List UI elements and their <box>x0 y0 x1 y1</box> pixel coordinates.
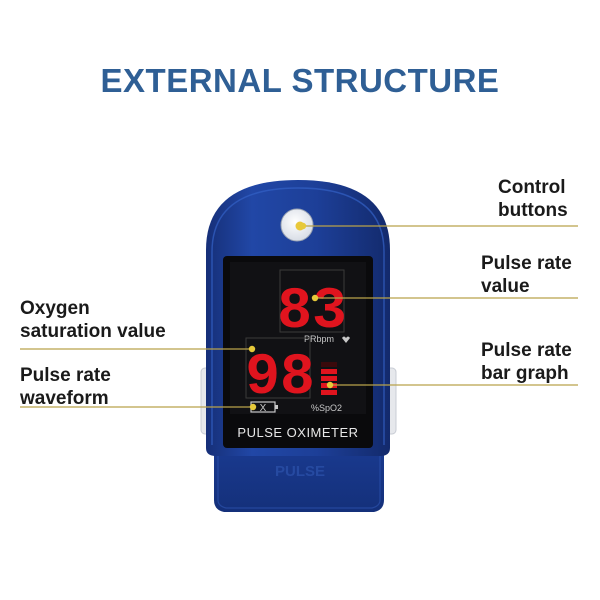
spo2-unit-label: %SpO2 <box>311 403 342 413</box>
device-name-label: PULSE OXIMETER <box>237 425 358 440</box>
embossed-logo: PULSE <box>275 463 325 480</box>
label-pulse-rate-bar-graph: Pulse rate bar graph <box>481 340 572 384</box>
label-oxygen-saturation-value: Oxygen saturation value <box>20 298 166 342</box>
pulse-rate-digits: 83 <box>277 280 347 345</box>
device-base <box>214 445 384 512</box>
svg-text:X: X <box>260 403 267 414</box>
pr-unit-label: PRbpm <box>304 334 334 344</box>
pulse-bar-graph <box>321 362 337 395</box>
label-pulse-rate-waveform: Pulse rate waveform <box>20 365 111 409</box>
spo2-digits: 98 <box>245 346 315 411</box>
label-pulse-rate-value: Pulse rate value <box>481 253 572 297</box>
page-title: EXTERNAL STRUCTURE <box>100 62 500 99</box>
label-control-buttons: Control buttons <box>498 177 568 221</box>
leader-lines <box>20 222 578 411</box>
